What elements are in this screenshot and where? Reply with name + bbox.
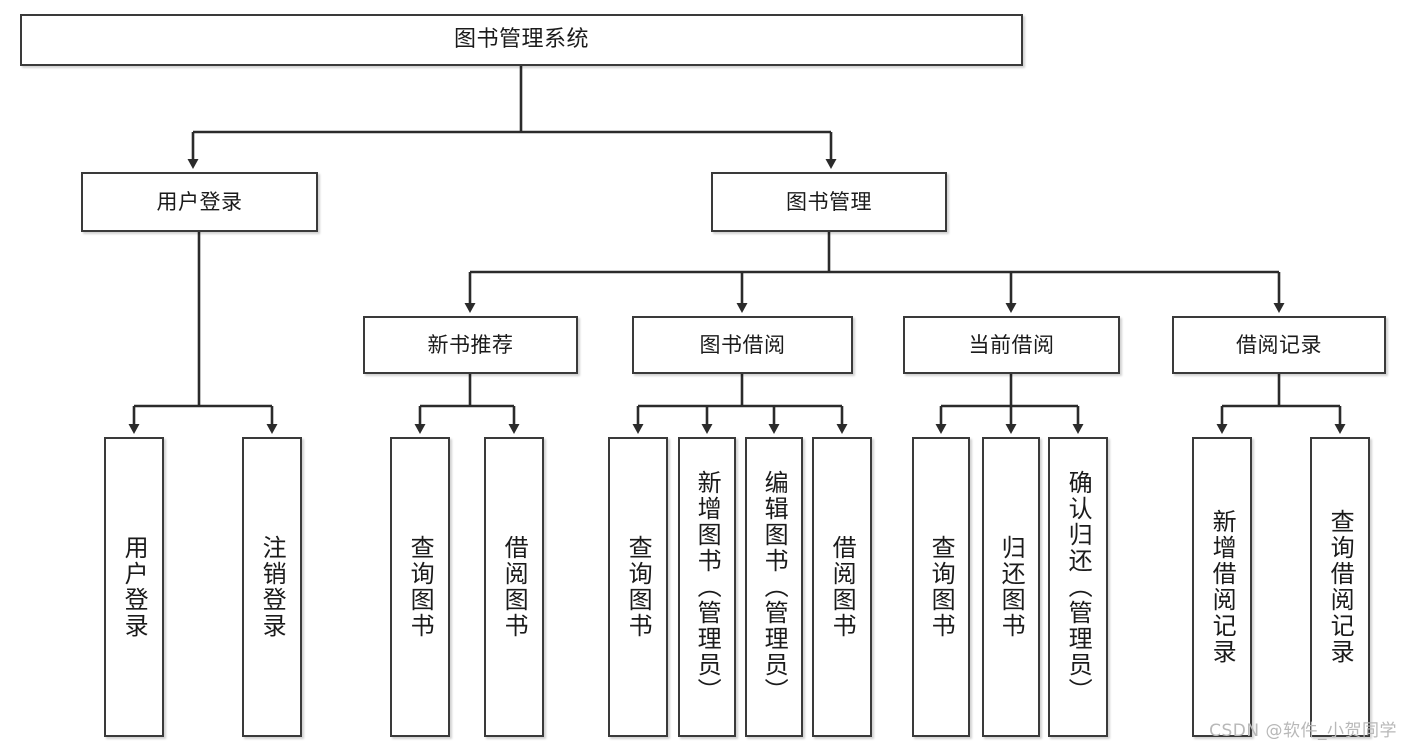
leaf-node[interactable]: 借阅图书 <box>812 437 872 737</box>
node-user-login-label: 用户登录 <box>156 189 243 214</box>
leaf-node-label: 新增借阅记录 <box>1208 509 1237 665</box>
node-current-borrow-label: 当前借阅 <box>968 332 1055 357</box>
leaf-node[interactable]: 查询图书 <box>608 437 668 737</box>
leaf-node[interactable]: 新增图书（管理员） <box>678 437 736 737</box>
leaf-node[interactable]: 确认归还（管理员） <box>1048 437 1108 737</box>
leaf-node-label: 注销登录 <box>258 535 287 639</box>
node-book-borrow-label: 图书借阅 <box>699 332 786 357</box>
node-new-book-recommend[interactable]: 新书推荐 <box>363 316 578 374</box>
leaf-node-label: 查询图书 <box>624 535 653 639</box>
node-root[interactable]: 图书管理系统 <box>20 14 1023 66</box>
leaf-node[interactable]: 用户登录 <box>104 437 164 737</box>
node-new-book-recommend-label: 新书推荐 <box>427 332 514 357</box>
node-user-login[interactable]: 用户登录 <box>81 172 318 232</box>
leaf-node[interactable]: 借阅图书 <box>484 437 544 737</box>
leaf-node[interactable]: 查询图书 <box>390 437 450 737</box>
watermark-text: CSDN @软件_小贺同学 <box>1209 721 1397 741</box>
node-current-borrow[interactable]: 当前借阅 <box>903 316 1120 374</box>
leaf-node-label: 编辑图书（管理员） <box>760 470 789 704</box>
node-book-management[interactable]: 图书管理 <box>711 172 947 232</box>
leaf-node-label: 确认归还（管理员） <box>1064 470 1093 704</box>
leaf-node[interactable]: 查询图书 <box>912 437 970 737</box>
leaf-node-label: 借阅图书 <box>828 535 857 639</box>
node-book-borrow[interactable]: 图书借阅 <box>632 316 853 374</box>
leaf-node[interactable]: 查询借阅记录 <box>1310 437 1370 737</box>
leaf-node[interactable]: 新增借阅记录 <box>1192 437 1252 737</box>
leaf-node[interactable]: 注销登录 <box>242 437 302 737</box>
leaf-node-label: 查询借阅记录 <box>1326 509 1355 665</box>
node-borrow-record-label: 借阅记录 <box>1236 332 1322 357</box>
leaf-node-label: 借阅图书 <box>500 535 529 639</box>
node-root-label: 图书管理系统 <box>453 27 589 53</box>
leaf-node-label: 归还图书 <box>997 535 1026 639</box>
node-book-management-label: 图书管理 <box>786 189 872 214</box>
node-borrow-record[interactable]: 借阅记录 <box>1172 316 1386 374</box>
leaf-node-label: 查询图书 <box>927 535 956 639</box>
leaf-node-label: 用户登录 <box>120 535 149 639</box>
leaf-node[interactable]: 归还图书 <box>982 437 1040 737</box>
leaf-node[interactable]: 编辑图书（管理员） <box>745 437 803 737</box>
leaf-node-label: 查询图书 <box>406 535 435 639</box>
leaf-node-label: 新增图书（管理员） <box>693 470 722 704</box>
